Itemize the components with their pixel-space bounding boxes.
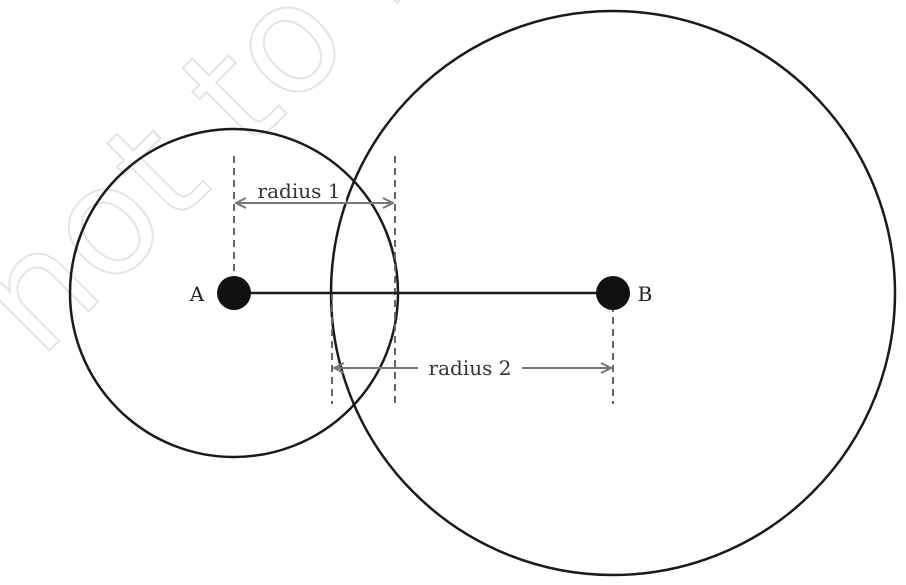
- point-b-label: B: [638, 282, 653, 306]
- point-b: [596, 276, 630, 310]
- radius2-label-bg: [418, 355, 522, 381]
- radius1-label-bg: [252, 180, 346, 202]
- point-a: [217, 276, 251, 310]
- radius1-label: radius 1: [258, 179, 341, 203]
- point-a-label: A: [189, 282, 205, 306]
- radius2-label: radius 2: [429, 356, 512, 380]
